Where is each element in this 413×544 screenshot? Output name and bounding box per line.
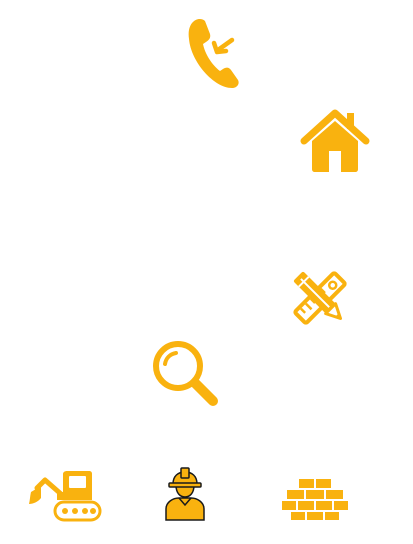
incoming-call-icon[interactable] bbox=[186, 17, 242, 89]
pencil-ruler-icon[interactable] bbox=[289, 266, 351, 330]
excavator-icon[interactable] bbox=[27, 470, 103, 522]
search-icon[interactable] bbox=[150, 338, 220, 408]
construction-worker-icon[interactable] bbox=[162, 467, 208, 521]
brick-wall-icon[interactable] bbox=[281, 478, 349, 520]
home-icon[interactable] bbox=[300, 107, 370, 173]
